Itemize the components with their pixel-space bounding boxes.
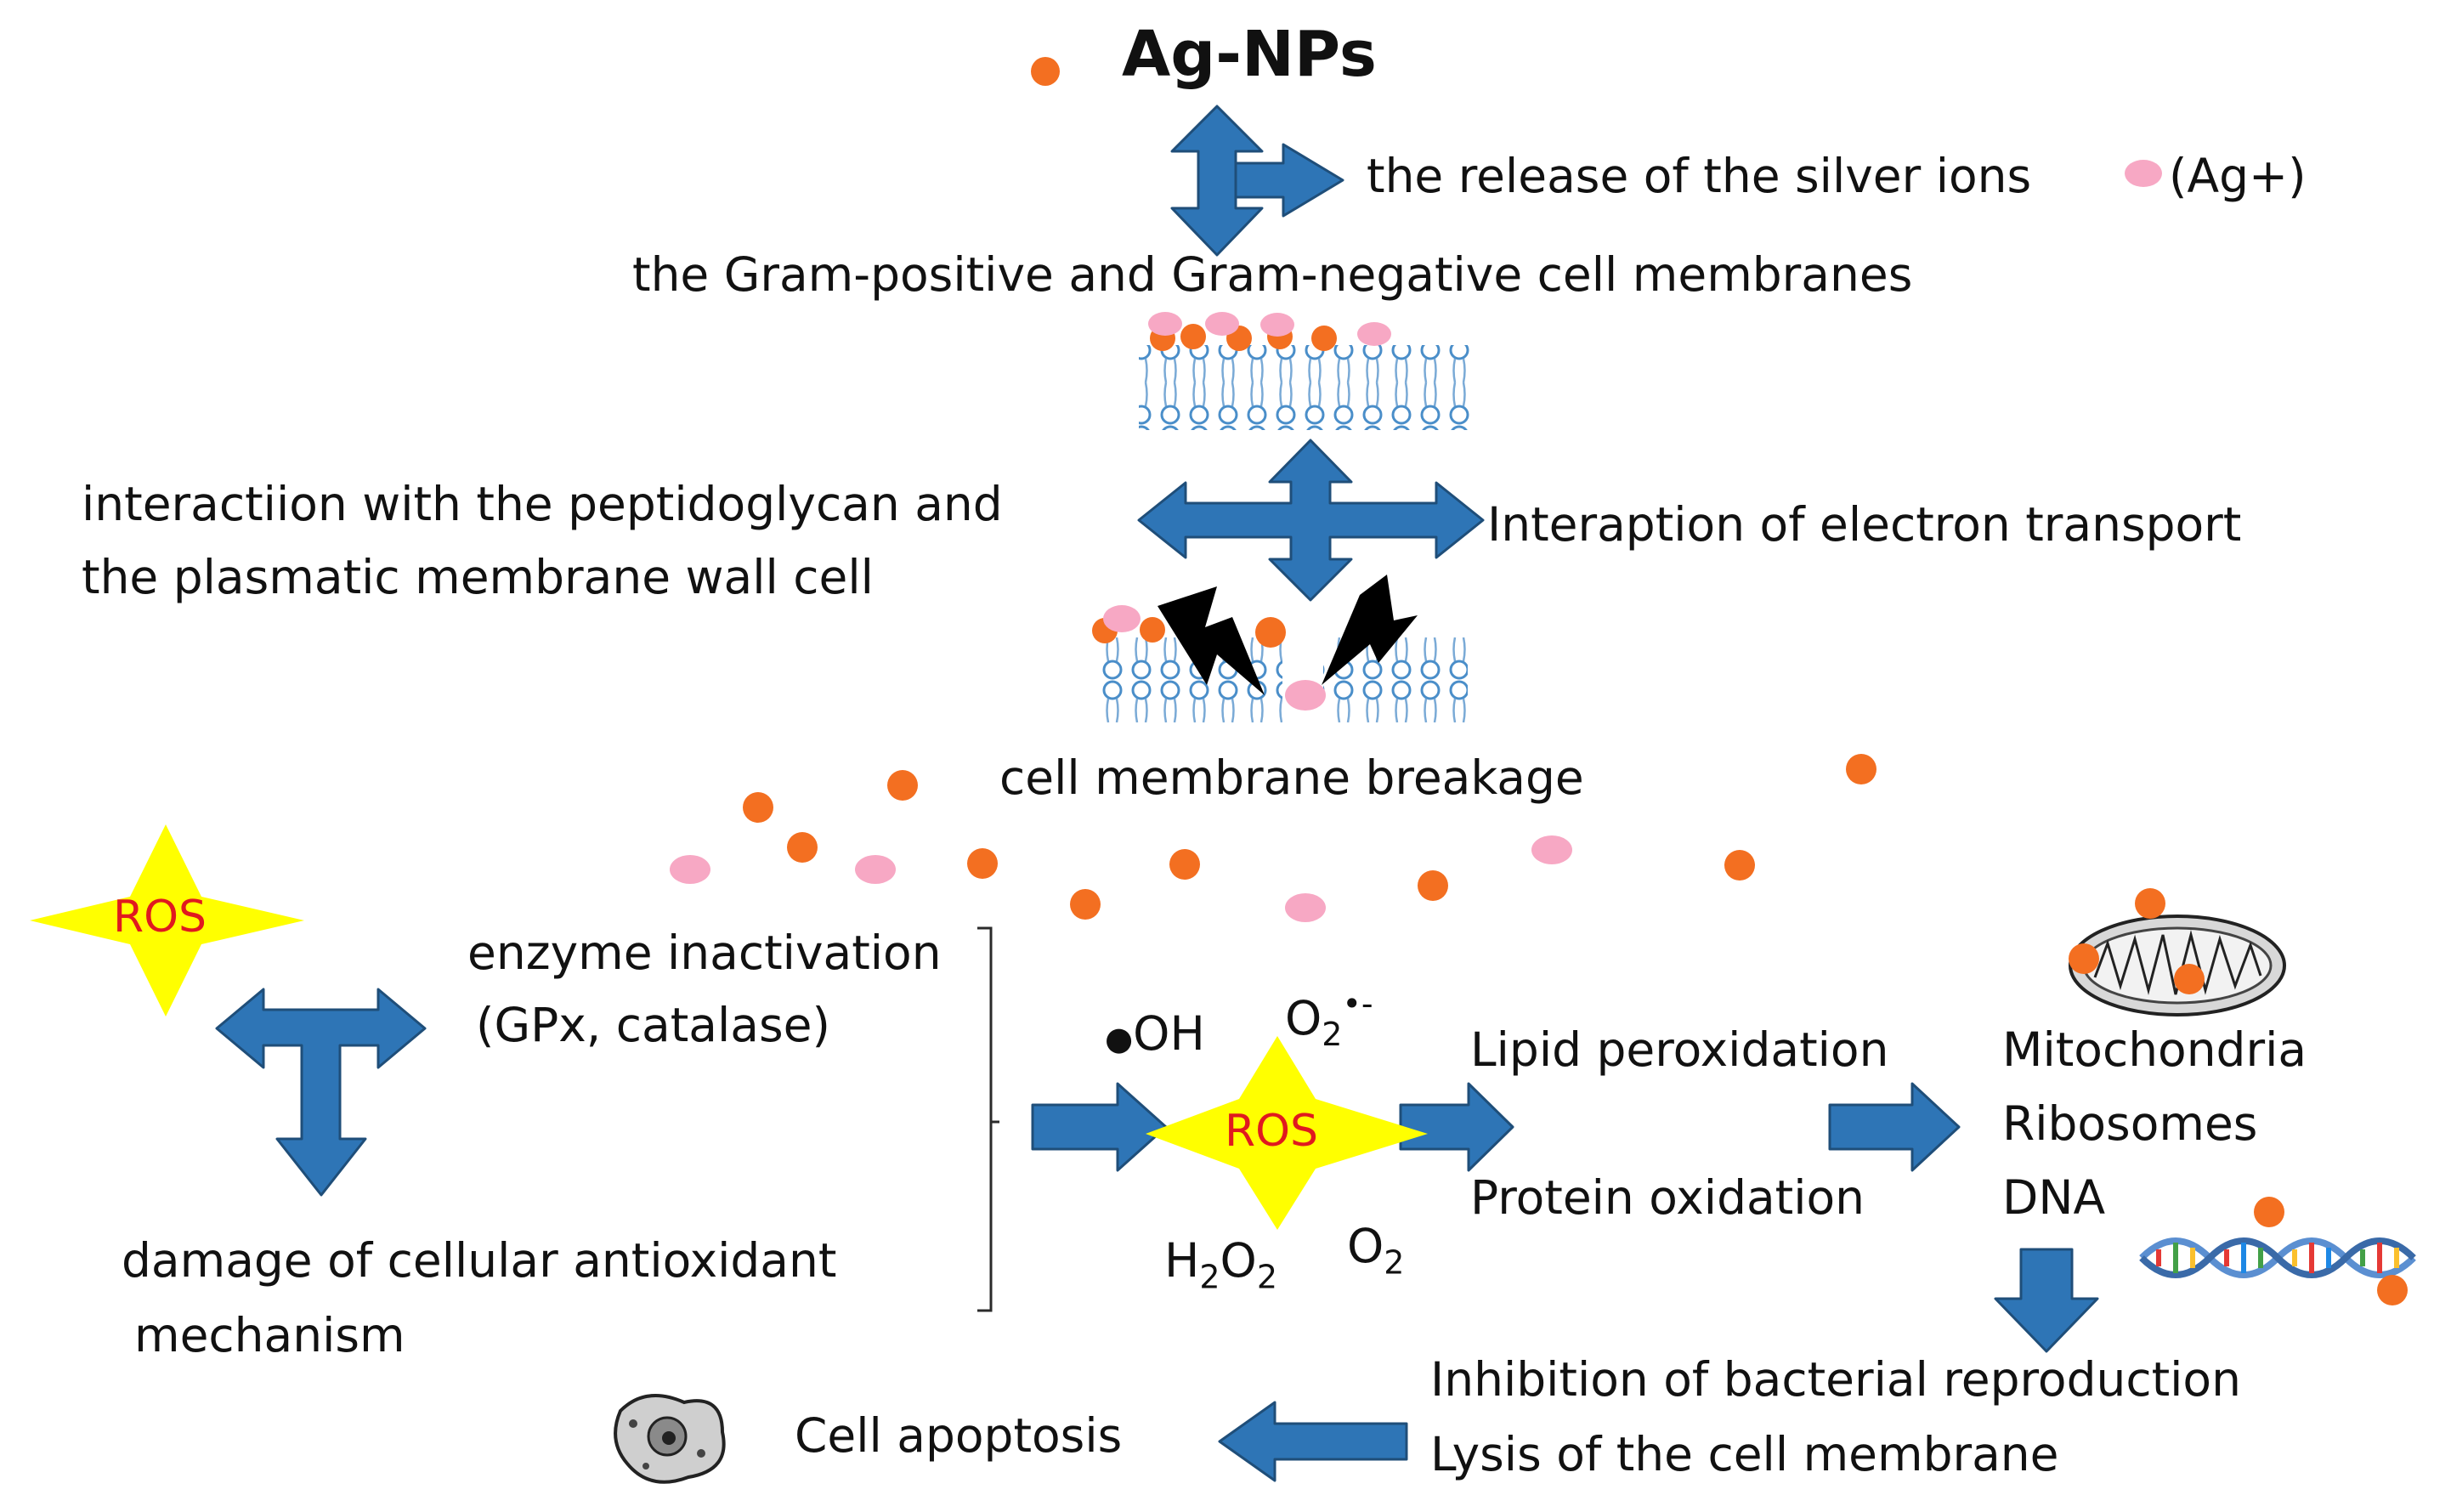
arrow-to-ion-release <box>1234 143 1344 218</box>
ros-star-left <box>30 824 304 1016</box>
radical-dot-icon: ● <box>1105 1020 1134 1057</box>
apoptotic-cell-icon <box>614 1394 726 1484</box>
label-ribosomes: Ribosomes <box>2002 1096 2258 1151</box>
label-superoxide: O2•- <box>1285 985 1373 1054</box>
arrow-to-effects <box>1399 1082 1514 1172</box>
arrows <box>215 105 2099 1482</box>
label-enzyme-line2: (GPx, catalase) <box>476 998 830 1052</box>
ros-star-center <box>1146 1036 1428 1230</box>
silver-ions <box>670 160 2162 922</box>
label-ion-symbol: (Ag+) <box>2169 149 2307 203</box>
intact-membrane <box>1139 345 1475 430</box>
t-arrow <box>215 988 427 1197</box>
broken-membrane <box>1094 575 1468 722</box>
label-membrane-breakage: cell membrane breakage <box>999 750 1584 805</box>
ros-label-left: ROS <box>113 892 207 943</box>
label-cell-membranes: the Gram-positive and Gram-negative cell… <box>632 247 1913 302</box>
label-cell-apoptosis: Cell apoptosis <box>795 1408 1123 1463</box>
label-protein-oxidation: Protein oxidation <box>1470 1170 1865 1225</box>
label-hydrogen-peroxide: H2O2 <box>1164 1233 1278 1296</box>
label-interaction-line1: interactiion with the peptidoglycan and <box>82 477 1003 531</box>
label-mitochondria: Mitochondria <box>2002 1022 2307 1077</box>
lightning-bolt-left <box>1158 586 1265 695</box>
label-damage-line1: damage of cellular antioxidant <box>122 1233 837 1288</box>
label-lipid-peroxidation: Lipid peroxidation <box>1470 1022 1889 1077</box>
ros-label-center: ROS <box>1225 1106 1319 1157</box>
arrow-to-targets <box>1828 1082 1961 1172</box>
label-enzyme-line1: enzyme inactivation <box>467 926 942 980</box>
label-dna: DNA <box>2002 1170 2106 1225</box>
arrow-to-apoptosis <box>1218 1401 1408 1482</box>
four-way-arrow <box>1137 439 1485 602</box>
label-electron-transport: Interaption of electron transport <box>1487 497 2242 552</box>
mitochondrion-icon <box>2069 915 2286 1016</box>
label-lysis: Lysis of the cell membrane <box>1430 1427 2059 1481</box>
double-arrow-agnp-membrane <box>1170 105 1264 257</box>
bracket <box>977 926 999 1312</box>
label-ion-release: the release of the silver ions <box>1367 149 2032 203</box>
label-damage-line2: mechanism <box>134 1308 405 1362</box>
label-inhibition: Inhibition of bacterial reproduction <box>1430 1352 2241 1407</box>
arrow-down-to-outcomes <box>1994 1248 2099 1353</box>
label-oxygen: O2 <box>1347 1219 1405 1282</box>
lightning-bolt-right <box>1322 575 1418 685</box>
label-hydroxyl-radical: ●OH <box>1105 1006 1205 1061</box>
dna-helix-icon <box>2139 1237 2416 1278</box>
title-ag-nps: Ag-NPs <box>1122 18 1377 91</box>
arrow-to-ros <box>1031 1082 1168 1172</box>
label-interaction-line2: the plasmatic membrane wall cell <box>82 550 874 604</box>
